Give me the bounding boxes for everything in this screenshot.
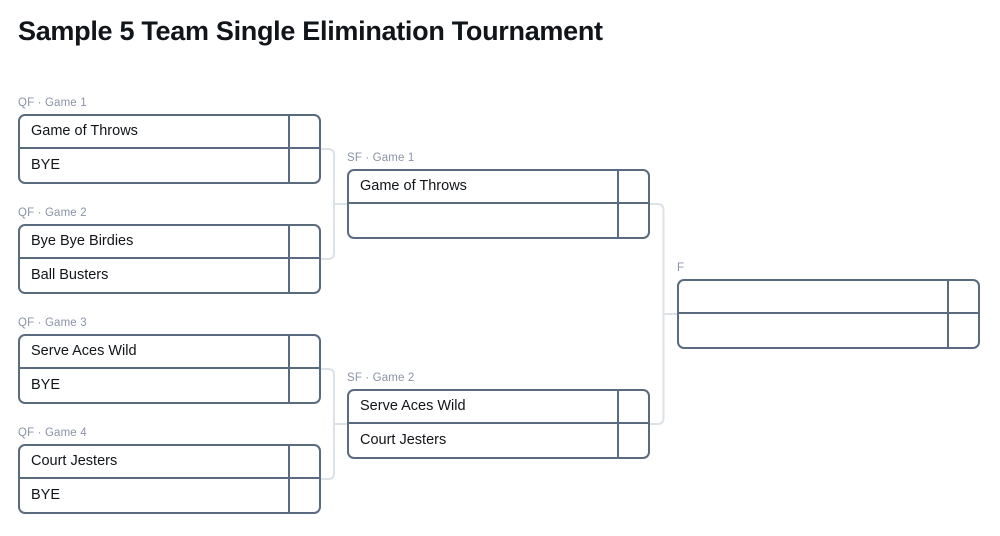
team-score[interactable] bbox=[288, 446, 319, 477]
match-slot[interactable]: Game of Throws bbox=[349, 171, 648, 204]
team-name: Serve Aces Wild bbox=[360, 399, 466, 414]
match-label-f-1: F bbox=[677, 262, 685, 274]
match-slot[interactable]: Ball Busters bbox=[20, 259, 319, 292]
match-slot[interactable]: Court Jesters bbox=[20, 446, 319, 479]
match-slot[interactable] bbox=[349, 204, 648, 237]
match-label-qf-2: QF · Game 2 bbox=[18, 207, 87, 219]
team-score[interactable] bbox=[617, 424, 648, 457]
team-score[interactable] bbox=[288, 259, 319, 292]
bracket-connector-sf1-sf2-to-final bbox=[650, 203, 665, 425]
team-score[interactable] bbox=[288, 336, 319, 367]
team-name: Court Jesters bbox=[360, 433, 447, 448]
match-slot[interactable]: BYE bbox=[20, 369, 319, 402]
match-slot[interactable]: BYE bbox=[20, 149, 319, 182]
page-title: Sample 5 Team Single Elimination Tournam… bbox=[18, 16, 603, 46]
team-name: BYE bbox=[31, 488, 61, 503]
bracket-connector-qf3-qf4-to-sf2 bbox=[321, 368, 335, 480]
match-label-qf-1: QF · Game 1 bbox=[18, 97, 87, 109]
match-slot[interactable]: BYE bbox=[20, 479, 319, 512]
team-score[interactable] bbox=[617, 171, 648, 202]
team-name: BYE bbox=[31, 378, 61, 393]
match-slot[interactable]: Court Jesters bbox=[349, 424, 648, 457]
team-score[interactable] bbox=[288, 369, 319, 402]
bracket-connector-qf1-qf2-to-sf1 bbox=[321, 148, 335, 260]
team-score[interactable] bbox=[288, 149, 319, 182]
team-score[interactable] bbox=[617, 204, 648, 237]
match-slot[interactable] bbox=[679, 314, 978, 347]
team-score[interactable] bbox=[288, 479, 319, 512]
match-label-sf-2: SF · Game 2 bbox=[347, 372, 415, 384]
team-name: Bye Bye Birdies bbox=[31, 234, 134, 249]
match-card-sf-1[interactable]: Game of Throws bbox=[347, 169, 650, 239]
team-name: Game of Throws bbox=[31, 124, 138, 139]
team-name: Court Jesters bbox=[31, 454, 118, 469]
team-name: Game of Throws bbox=[360, 179, 467, 194]
team-score[interactable] bbox=[617, 391, 648, 422]
match-slot[interactable]: Game of Throws bbox=[20, 116, 319, 149]
match-label-qf-4: QF · Game 4 bbox=[18, 427, 87, 439]
team-score[interactable] bbox=[947, 281, 978, 312]
match-label-sf-1: SF · Game 1 bbox=[347, 152, 415, 164]
match-slot[interactable]: Serve Aces Wild bbox=[349, 391, 648, 424]
match-slot[interactable]: Serve Aces Wild bbox=[20, 336, 319, 369]
match-slot[interactable]: Bye Bye Birdies bbox=[20, 226, 319, 259]
team-score[interactable] bbox=[288, 116, 319, 147]
team-name: Ball Busters bbox=[31, 268, 109, 283]
match-slot[interactable] bbox=[679, 281, 978, 314]
team-name: Serve Aces Wild bbox=[31, 344, 137, 359]
match-label-qf-3: QF · Game 3 bbox=[18, 317, 87, 329]
team-name: BYE bbox=[31, 158, 61, 173]
team-score[interactable] bbox=[947, 314, 978, 347]
team-score[interactable] bbox=[288, 226, 319, 257]
match-card-f-1[interactable] bbox=[677, 279, 980, 349]
